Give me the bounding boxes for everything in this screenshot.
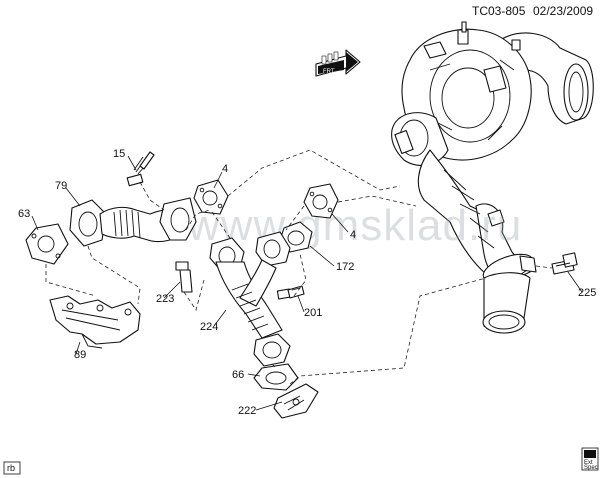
callout-89: 89	[74, 349, 86, 361]
callout-222: 222	[238, 405, 256, 417]
bolt-201	[276, 285, 305, 300]
turbocharger	[391, 21, 594, 334]
diagram-date: 02/23/2009	[533, 4, 593, 18]
bracket-222	[273, 383, 319, 419]
spec-badge: Ext Spec	[581, 447, 599, 471]
gasket-4-right	[303, 183, 339, 219]
spec-badge-line2: Spec	[584, 465, 598, 471]
callout-63: 63	[18, 208, 30, 220]
callout-201: 201	[304, 307, 322, 319]
corner-tag: rb	[3, 461, 21, 475]
callout-4-right: 4	[350, 229, 356, 241]
callout-223: 223	[156, 293, 174, 305]
exhaust-manifold-89	[49, 295, 141, 349]
bolt-15	[126, 151, 155, 187]
callout-224: 224	[200, 321, 218, 333]
spec-badge-line1: Ext	[584, 460, 593, 466]
callout-15: 15	[113, 148, 125, 160]
callout-172: 172	[336, 261, 354, 273]
watermark-text: www.gmsklad.ru	[187, 201, 522, 250]
callout-66: 66	[232, 369, 244, 381]
gasket-66	[253, 363, 299, 391]
front-arrow-label: FRT	[323, 69, 335, 75]
corner-tag-text: rb	[7, 463, 15, 473]
callout-225: 225	[578, 287, 596, 299]
gasket-63	[25, 223, 69, 265]
diagram-code: TC03-805	[472, 4, 526, 18]
callout-79: 79	[55, 180, 67, 192]
callout-leaders	[31, 155, 583, 411]
exhaust-pipe-224	[209, 231, 291, 367]
exhaust-pipe-79	[69, 197, 197, 247]
bolt-223	[175, 261, 193, 293]
front-direction-arrow: FRT	[315, 49, 361, 77]
callout-4-left: 4	[222, 163, 228, 175]
bolt-225	[551, 252, 578, 275]
assembly-dashed-lines	[45, 149, 553, 385]
